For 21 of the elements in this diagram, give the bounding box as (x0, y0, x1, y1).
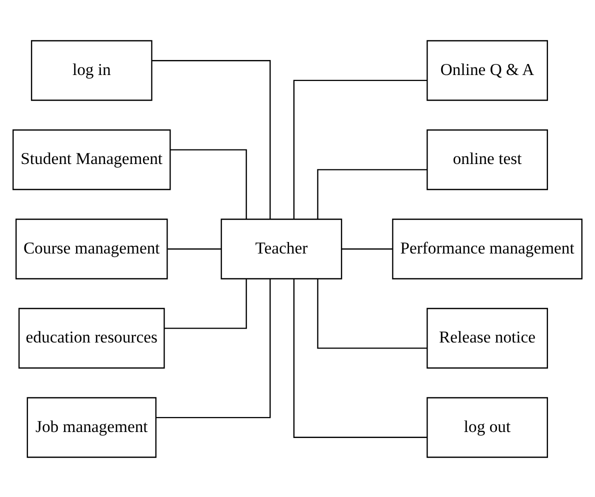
connector (293, 278, 428, 438)
node-box: log in (30, 40, 152, 100)
connector (168, 248, 222, 250)
connector (164, 278, 247, 328)
node-box: Job management (26, 396, 156, 458)
connector (342, 248, 393, 250)
connector (152, 60, 271, 219)
node-box: Release notice (426, 307, 548, 368)
node-box: online test (426, 128, 548, 190)
connector (317, 278, 428, 348)
node-box: Online Q & A (426, 40, 548, 100)
connector (293, 79, 428, 219)
node-box: log out (426, 396, 548, 458)
node-box: education resources (18, 307, 165, 368)
node-box: Student Management (12, 128, 171, 190)
node-box: Performance management (392, 218, 582, 279)
connector (170, 148, 247, 219)
node-box: Teacher (220, 218, 342, 279)
connector (317, 168, 428, 219)
node-box: Course management (15, 218, 168, 279)
connector (156, 278, 271, 418)
